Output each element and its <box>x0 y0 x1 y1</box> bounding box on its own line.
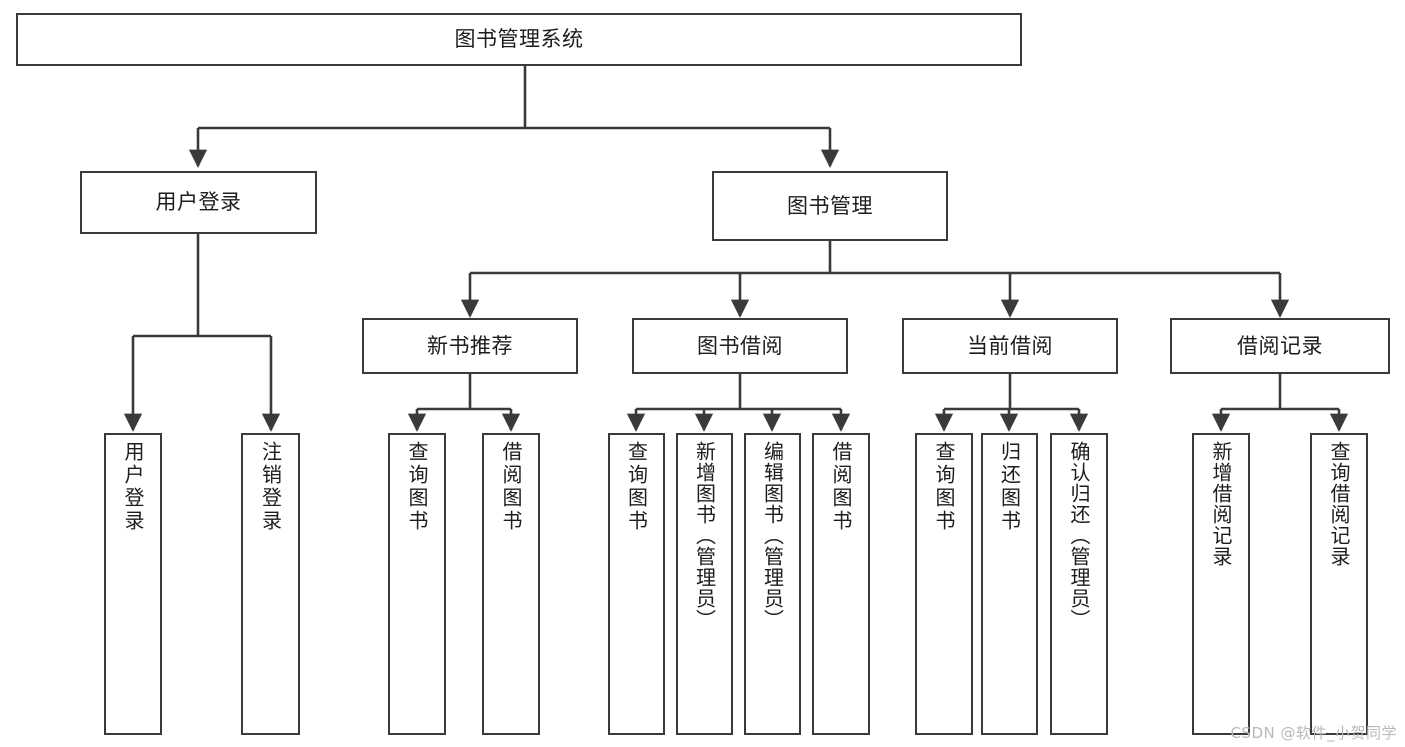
node-label: 用户登录 <box>121 441 145 533</box>
node-leaf-user-login[interactable]: 用户登录 <box>104 433 162 735</box>
node-label: 注销登录 <box>258 441 283 533</box>
node-leaf-borrow-book-recommend[interactable]: 借阅图书 <box>482 433 540 735</box>
node-label: 用户登录 <box>155 190 242 215</box>
node-new-book-recommend[interactable]: 新书推荐 <box>362 318 578 374</box>
node-leaf-query-book-recommend[interactable]: 查询图书 <box>388 433 446 735</box>
node-label: 新书推荐 <box>427 333 513 358</box>
node-leaf-add-borrow-record[interactable]: 新增借阅记录 <box>1192 433 1250 735</box>
node-root-library-management-system[interactable]: 图书管理系统 <box>16 13 1022 66</box>
node-user-login[interactable]: 用户登录 <box>80 171 317 234</box>
node-label: 编辑图书（管理员） <box>760 441 785 630</box>
node-leaf-add-book-admin[interactable]: 新增图书（管理员） <box>676 433 733 735</box>
node-book-borrow[interactable]: 图书借阅 <box>632 318 848 374</box>
node-leaf-query-book-current[interactable]: 查询图书 <box>915 433 973 735</box>
node-leaf-confirm-return-admin[interactable]: 确认归还（管理员） <box>1050 433 1108 735</box>
node-label: 归还图书 <box>997 441 1022 533</box>
node-label: 新增图书（管理员） <box>692 441 717 630</box>
node-label: 新增借阅记录 <box>1209 441 1233 567</box>
node-leaf-return-book[interactable]: 归还图书 <box>981 433 1038 735</box>
node-book-management[interactable]: 图书管理 <box>712 171 948 241</box>
node-current-borrow[interactable]: 当前借阅 <box>902 318 1118 374</box>
node-label: 查询图书 <box>405 441 429 533</box>
node-leaf-user-logout[interactable]: 注销登录 <box>241 433 300 735</box>
node-leaf-edit-book-admin[interactable]: 编辑图书（管理员） <box>744 433 801 735</box>
node-label: 查询图书 <box>932 441 956 533</box>
node-leaf-query-book-borrow[interactable]: 查询图书 <box>608 433 665 735</box>
node-label: 查询图书 <box>624 441 649 533</box>
node-label: 查询借阅记录 <box>1327 441 1351 567</box>
node-label: 借阅图书 <box>499 441 523 533</box>
csdn-watermark: CSDN @软件_小贺同学 <box>1230 724 1397 742</box>
node-borrow-record[interactable]: 借阅记录 <box>1170 318 1390 374</box>
node-label: 借阅记录 <box>1237 333 1323 358</box>
node-leaf-query-borrow-record[interactable]: 查询借阅记录 <box>1310 433 1368 735</box>
node-label: 借阅图书 <box>829 441 853 533</box>
node-label: 图书管理系统 <box>454 27 584 52</box>
node-leaf-borrow-book[interactable]: 借阅图书 <box>812 433 870 735</box>
node-label: 当前借阅 <box>967 333 1053 358</box>
node-label: 图书借阅 <box>697 333 783 358</box>
node-label: 图书管理 <box>787 193 873 218</box>
node-label: 确认归还（管理员） <box>1067 441 1091 630</box>
